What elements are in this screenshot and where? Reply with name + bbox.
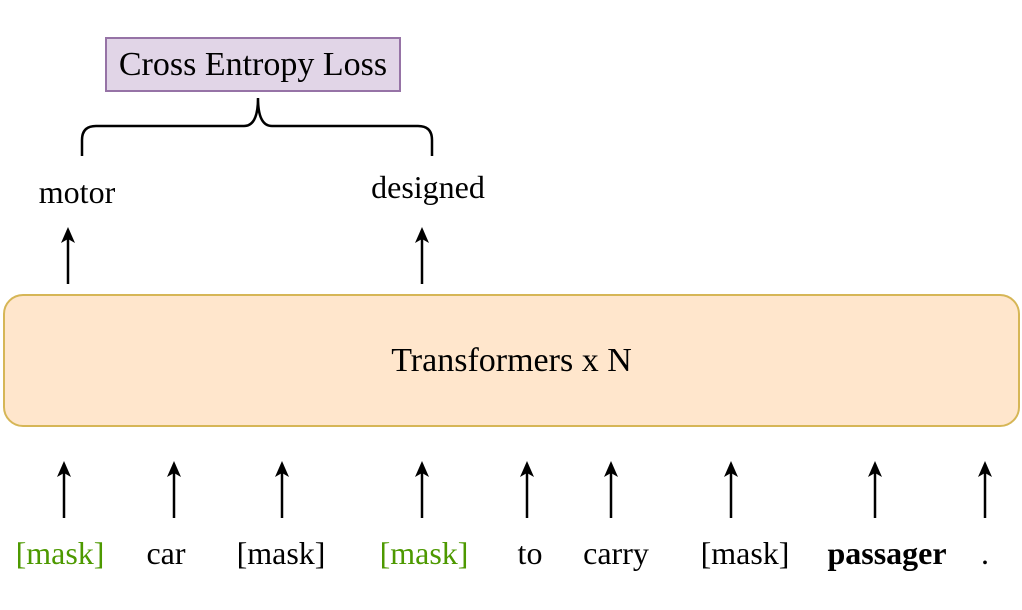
input-arrow-1 <box>57 461 71 518</box>
curly-brace <box>80 97 434 156</box>
input-token-8: passager <box>827 535 947 571</box>
transformer-block-label: Transformers x N <box>391 341 632 379</box>
input-arrow-7 <box>724 461 738 518</box>
input-arrow-2 <box>167 461 181 518</box>
output-arrowhead-designed <box>415 227 429 243</box>
output-token-designed: designed <box>371 169 485 205</box>
input-arrow-5 <box>520 461 534 518</box>
cross-entropy-loss-label: Cross Entropy Loss <box>118 45 388 83</box>
input-arrow-9 <box>978 461 992 518</box>
input-token-7: [mask] <box>700 535 790 571</box>
output-token-motor: motor <box>38 174 116 210</box>
input-token-1: [mask] <box>15 535 105 571</box>
input-token-3: [mask] <box>236 535 326 571</box>
transformer-block: Transformers x N <box>3 294 1020 427</box>
cross-entropy-loss-box: Cross Entropy Loss <box>105 37 401 92</box>
input-token-2: car <box>146 535 186 571</box>
output-arrowhead-motor <box>61 227 75 243</box>
input-arrow-8 <box>868 461 882 518</box>
input-arrow-4 <box>415 461 429 518</box>
input-arrow-3 <box>275 461 289 518</box>
input-arrow-6 <box>604 461 618 518</box>
input-token-4: [mask] <box>379 535 469 571</box>
input-token-5: to <box>517 535 543 571</box>
input-token-9: . <box>981 535 989 571</box>
input-token-6: carry <box>583 535 649 571</box>
